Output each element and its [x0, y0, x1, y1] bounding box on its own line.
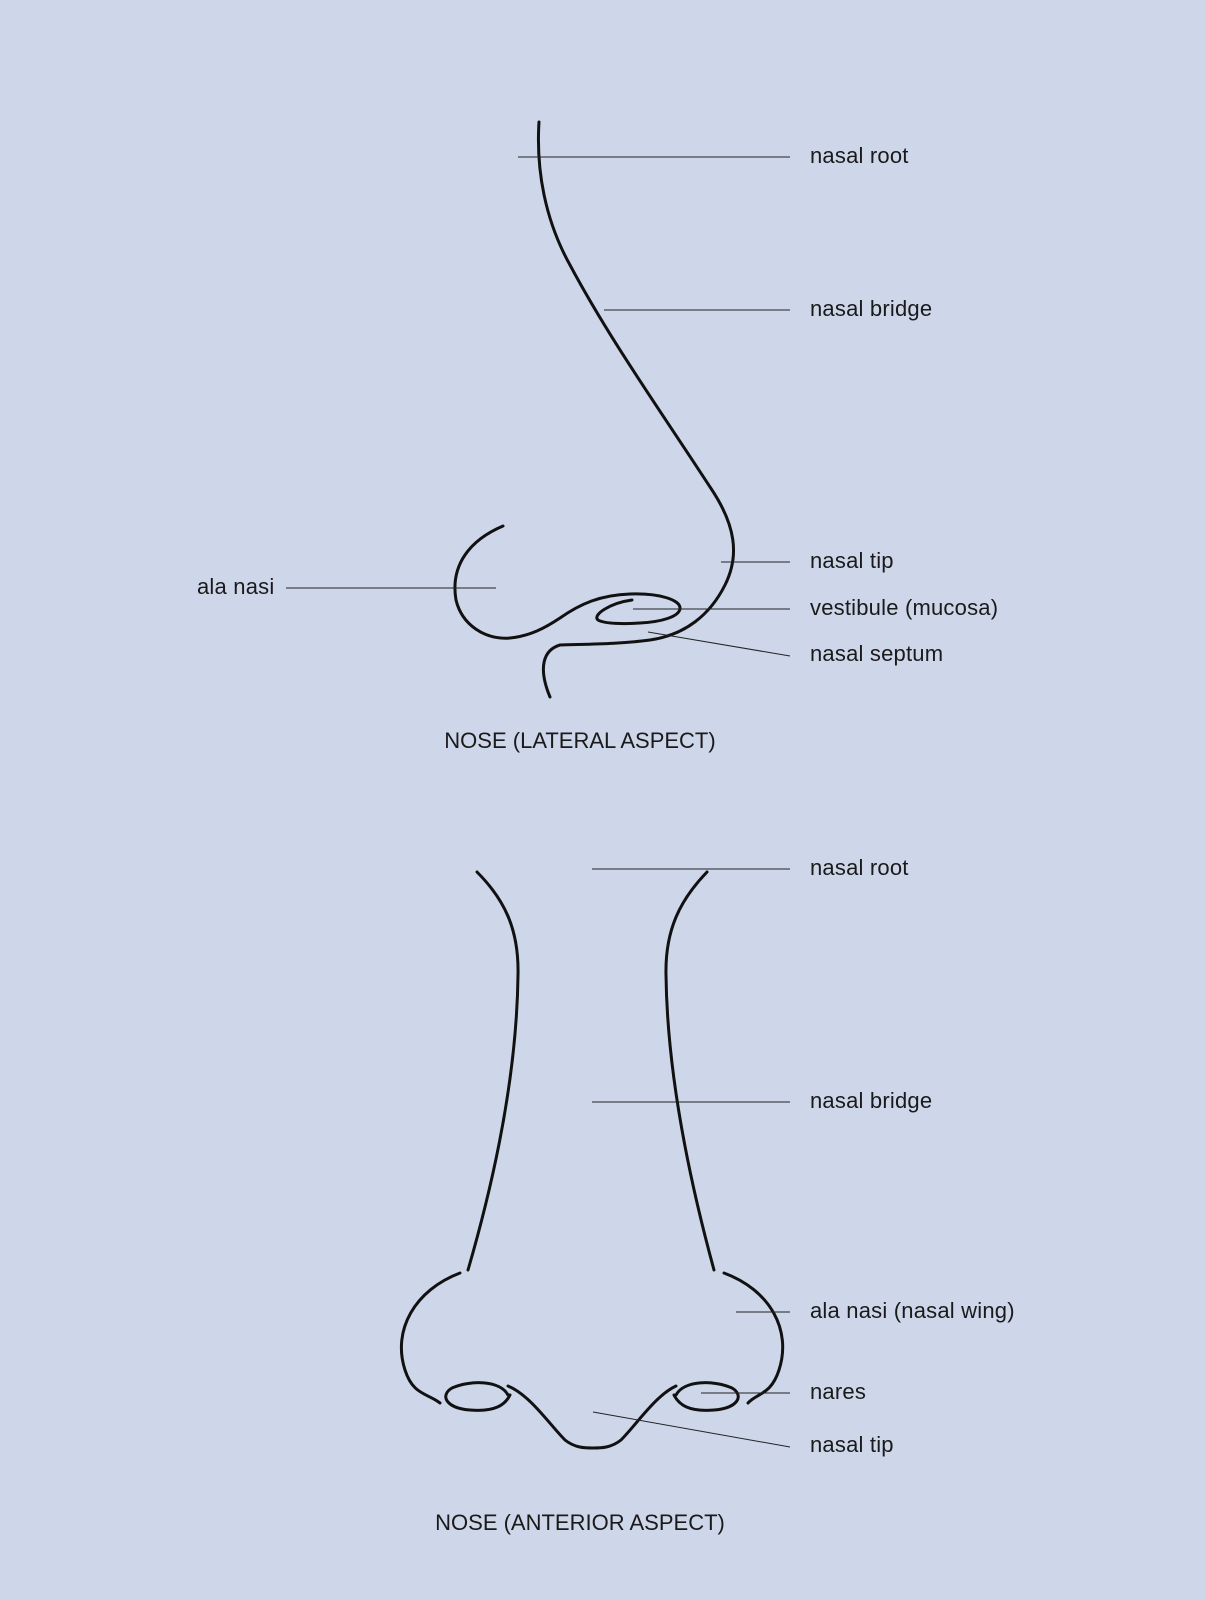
leader-lateral-nasal-septum — [647, 631, 791, 657]
label-lateral-nasal-tip: nasal tip — [810, 548, 894, 573]
anterior-left-naris — [444, 1381, 512, 1412]
label-lateral-vestibule: vestibule (mucosa) — [810, 595, 999, 620]
label-lateral-nasal-bridge: nasal bridge — [810, 296, 933, 321]
label-anterior-nasal-tip: nasal tip — [810, 1432, 894, 1457]
label-anterior-nasal-root: nasal root — [810, 855, 909, 880]
anterior-nasal-tip-outline — [506, 1384, 678, 1450]
lateral-nose-profile — [536, 120, 736, 699]
anterior-right-naris — [672, 1381, 740, 1412]
label-lateral-nasal-root: nasal root — [810, 143, 909, 168]
lateral-ala-nasi — [453, 524, 682, 640]
caption-anterior: NOSE (ANTERIOR ASPECT) — [435, 1510, 725, 1535]
label-anterior-nasal-bridge: nasal bridge — [810, 1088, 933, 1113]
leader-anterior-nasal-tip — [592, 1411, 791, 1448]
label-lateral-ala-nasi: ala nasi — [197, 574, 275, 599]
label-anterior-nares: nares — [810, 1379, 867, 1404]
label-lateral-nasal-septum: nasal septum — [810, 641, 944, 666]
anterior-right-ala — [722, 1271, 785, 1405]
anterior-left-ala — [399, 1271, 462, 1405]
lateral-view-drawing — [286, 120, 791, 699]
anterior-view-drawing — [399, 868, 791, 1450]
caption-lateral: NOSE (LATERAL ASPECT) — [444, 728, 716, 753]
anterior-right-sidewall — [664, 870, 716, 1272]
label-anterior-ala-nasi: ala nasi (nasal wing) — [810, 1298, 1015, 1323]
anterior-left-sidewall — [466, 870, 520, 1272]
